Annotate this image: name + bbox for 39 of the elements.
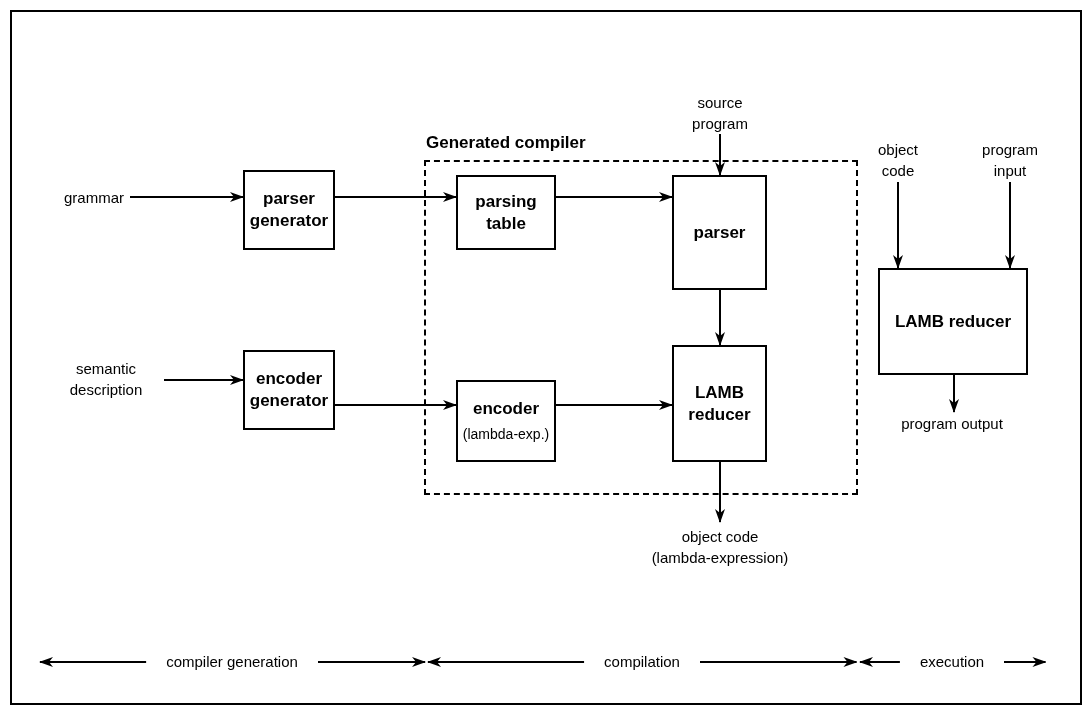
box-title: parser generator xyxy=(249,188,329,232)
box-title: parsing table xyxy=(474,190,538,235)
arrow xyxy=(555,400,673,410)
arrow xyxy=(715,461,725,523)
box-title: encoder generator xyxy=(249,368,329,412)
arrow xyxy=(1005,181,1015,269)
box-title: parser xyxy=(693,221,746,244)
box-subtitle: (lambda-exp.) xyxy=(462,425,550,444)
process-box xyxy=(672,175,767,290)
arrow xyxy=(129,192,244,202)
process-box xyxy=(878,268,1028,375)
arrow xyxy=(163,375,244,385)
phase-label: execution xyxy=(918,651,986,672)
arrow xyxy=(555,192,673,202)
flow-label: object code xyxy=(681,527,759,547)
group-heading: Generated compiler xyxy=(426,132,586,154)
arrow xyxy=(949,374,959,413)
phase-label: compilation xyxy=(603,651,681,672)
arrow xyxy=(715,289,725,346)
flow-label: object code xyxy=(877,140,919,181)
flow-label: semantic description xyxy=(68,359,144,400)
flow-label: (lambda-expression) xyxy=(651,548,789,568)
box-title: LAMB reducer xyxy=(894,310,1012,333)
flow-label: source program xyxy=(691,93,749,134)
process-box xyxy=(243,170,335,250)
flow-label: program output xyxy=(901,413,1003,434)
process-box xyxy=(456,175,556,250)
flow-label: program input xyxy=(981,140,1039,181)
box-title: LAMB reducer xyxy=(687,381,752,426)
arrow xyxy=(893,181,903,269)
phase-label: compiler generation xyxy=(165,651,299,672)
flow-label: grammar xyxy=(64,187,124,208)
arrow xyxy=(334,400,457,410)
arrow xyxy=(715,133,725,176)
process-box xyxy=(243,350,335,430)
arrow xyxy=(334,192,457,202)
box-title: encoder xyxy=(472,398,540,420)
process-box xyxy=(456,380,556,462)
process-box xyxy=(672,345,767,462)
